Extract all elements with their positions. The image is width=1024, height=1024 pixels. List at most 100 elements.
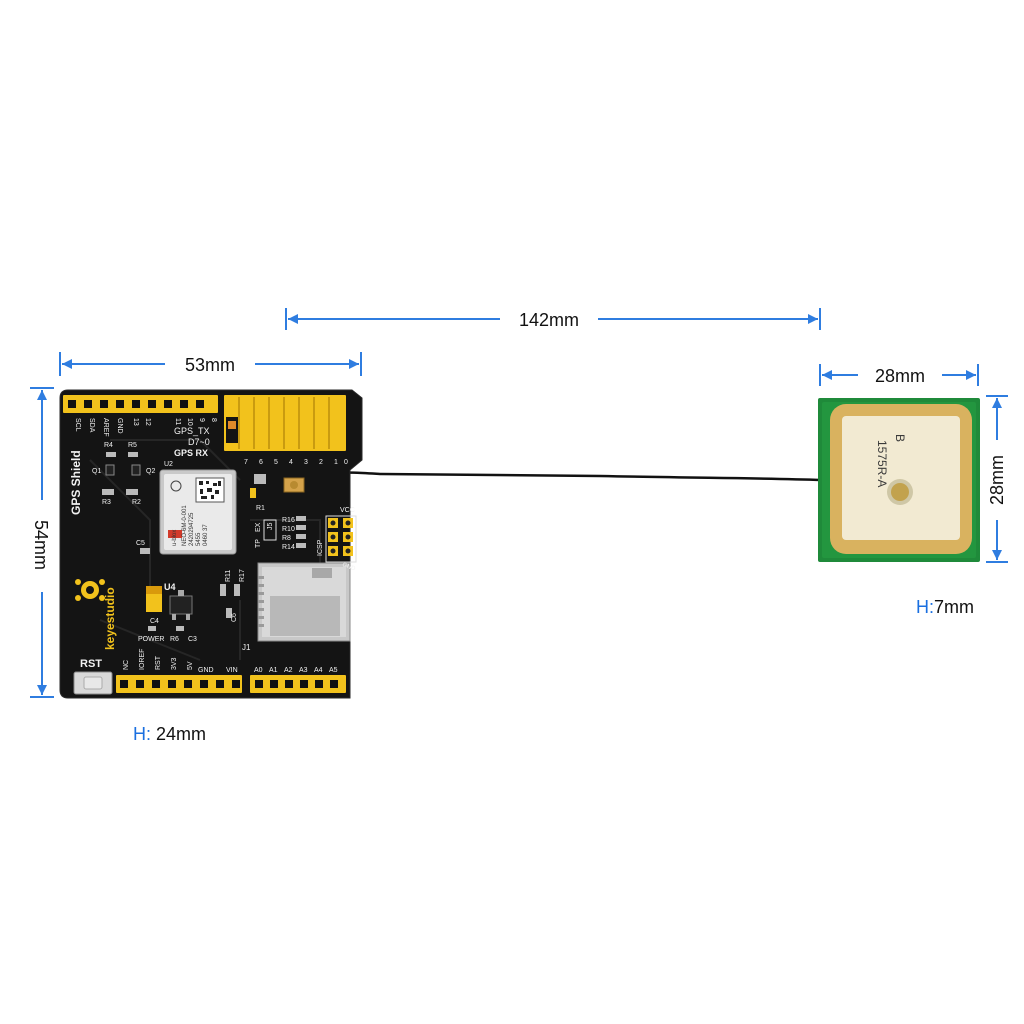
board-thickness-label: H: 24mm (133, 724, 206, 745)
svg-text:AREF: AREF (102, 418, 109, 437)
small-component-labels: R4 R5 Q1 Q2 R3 R2 (92, 442, 155, 506)
sd-card-slot (257, 562, 351, 642)
mid-resistor-labels: R11 R17 C6 (225, 569, 246, 622)
cable-length-label: 142mm (519, 310, 579, 330)
svg-text:A1: A1 (269, 667, 278, 674)
board-height-label: 54mm (31, 520, 51, 570)
svg-text:C3: C3 (188, 636, 197, 643)
svg-text:R6: R6 (170, 636, 179, 643)
svg-text:8: 8 (210, 418, 217, 422)
vcc-label: VCC (340, 507, 355, 514)
antenna-patch (842, 416, 960, 540)
svg-text:EX: EX (255, 522, 262, 532)
svg-text:RST: RST (155, 655, 162, 670)
svg-text:R14: R14 (282, 544, 295, 551)
svg-text:5455: 5455 (196, 532, 202, 546)
antenna-marking: 1575R-A (875, 440, 889, 487)
svg-text:0460 37: 0460 37 (203, 524, 209, 546)
pin-range-label: D7~0 (188, 437, 210, 447)
antenna-feed-point (887, 479, 913, 505)
svg-text:R8: R8 (282, 535, 291, 542)
svg-text:2: 2 (319, 459, 323, 466)
u4-label: U4 (164, 582, 176, 592)
svg-text:C6: C6 (231, 613, 238, 622)
svg-text:TP: TP (255, 539, 262, 548)
bottom-pin-labels: NC IOREF RST 3V3 5V GND VIN (123, 649, 238, 674)
board-title: GPS Shield (69, 450, 83, 515)
right-resistors (296, 516, 306, 548)
regulator-labels: C4 R6 C3 (150, 618, 197, 643)
svg-text:12: 12 (144, 418, 151, 426)
module-lines: NEO-6M-0-001 2420294725 5455 0460 37 (182, 505, 209, 546)
svg-text:A0: A0 (254, 667, 263, 674)
board-height-dimension: 54mm (30, 387, 54, 698)
svg-text:A2: A2 (284, 667, 293, 674)
svg-text:R16: R16 (282, 517, 295, 524)
svg-text:9: 9 (198, 418, 205, 422)
svg-text:GND: GND (198, 667, 214, 674)
analog-pin-labels: A0 A1 A2 A3 A4 A5 (254, 667, 338, 674)
svg-text:R10: R10 (282, 526, 295, 533)
svg-text:R3: R3 (102, 499, 111, 506)
svg-text:A4: A4 (314, 667, 323, 674)
svg-text:3V3: 3V3 (171, 657, 178, 670)
reset-button (73, 671, 113, 695)
gps-shield-board: SCL SDA AREF GND 13 12 11 10 9 8 7 6 5 4… (59, 389, 363, 699)
antenna-cable (292, 471, 823, 486)
right-resistor-labels: R16 R10 R8 R14 (282, 517, 295, 551)
svg-text:NC: NC (123, 660, 130, 670)
antenna-sub-marking: B (893, 434, 907, 442)
gps-module: u-blox NEO-6M-0-001 2420294725 5455 0460… (159, 469, 237, 555)
svg-text:R17: R17 (239, 569, 246, 582)
svg-text:GND: GND (116, 418, 123, 434)
board-width-dimension: 53mm (59, 352, 362, 376)
antenna-thickness-value: 7mm (934, 597, 974, 617)
r1-label: R1 (256, 505, 265, 512)
antenna-thickness-label: H:7mm (916, 597, 974, 618)
svg-text:13: 13 (132, 418, 139, 426)
top-right-pin-labels: 7 6 5 4 3 2 1 0 (244, 459, 348, 466)
svg-text:VIN: VIN (226, 667, 238, 674)
antenna-width-label: 28mm (875, 366, 925, 386)
module-brand: u-blox (172, 530, 178, 546)
reset-label: RST (80, 658, 102, 670)
svg-text:7: 7 (244, 459, 248, 466)
svg-text:R11: R11 (225, 570, 232, 582)
regulator (146, 586, 193, 620)
svg-text:6: 6 (259, 459, 263, 466)
antenna-thickness-prefix: H: (916, 597, 934, 617)
antenna-height-label: 28mm (987, 455, 1007, 505)
top-left-header (63, 395, 218, 413)
svg-text:4: 4 (289, 459, 293, 466)
svg-text:R5: R5 (128, 442, 137, 449)
small-components-top (102, 452, 141, 495)
ufl-connector (283, 477, 305, 493)
top-left-header-holes (68, 400, 204, 408)
board-thickness-prefix: H: (133, 724, 151, 744)
icsp-label: ICSP (317, 539, 324, 556)
svg-text:Q2: Q2 (146, 468, 155, 475)
cable-length-dimension: 142mm (285, 308, 821, 330)
svg-text:SDA: SDA (88, 418, 95, 433)
bottom-analog-header (250, 675, 346, 693)
svg-text:J5: J5 (267, 523, 274, 531)
power-label: POWER (138, 636, 164, 643)
module-qr-icon (199, 481, 221, 499)
bottom-power-header (116, 675, 242, 693)
gps-tx-label: GPS_TX (174, 426, 210, 436)
board-thickness-value: 24mm (156, 724, 207, 744)
top-right-header (224, 395, 346, 451)
svg-text:0: 0 (344, 459, 348, 466)
svg-text:10: 10 (186, 418, 193, 426)
gps-rx-label: GPS RX (174, 448, 208, 458)
top-pin-labels: SCL SDA AREF GND 13 12 11 10 9 8 (74, 418, 217, 437)
mid-resistors (220, 584, 240, 618)
svg-text:IOREF: IOREF (139, 649, 146, 670)
svg-text:C4: C4 (150, 618, 159, 625)
svg-text:5V: 5V (187, 661, 194, 670)
board-width-label: 53mm (185, 355, 235, 375)
gps-antenna: 1575R-A B (818, 398, 980, 562)
icsp-header (325, 515, 357, 563)
svg-text:A5: A5 (329, 667, 338, 674)
